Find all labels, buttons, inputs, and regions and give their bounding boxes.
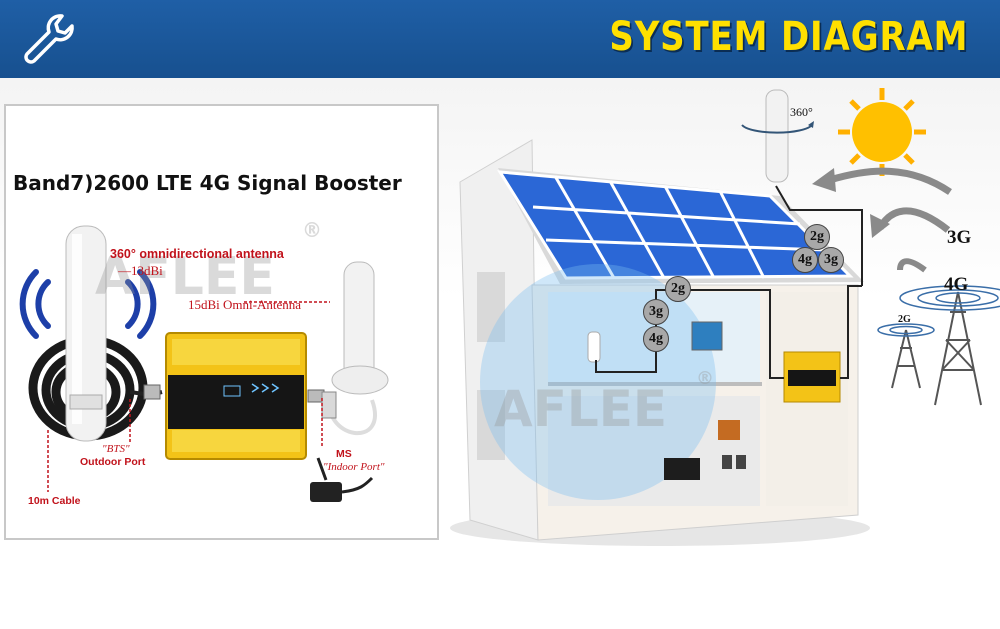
outdoor-antenna-gain: —13dBi <box>118 263 163 278</box>
roof-bubble-3g: 3g <box>818 247 844 273</box>
indoor-bubble-3g: 3g <box>643 299 669 325</box>
sun-icon <box>838 88 926 176</box>
indoor-bubble-2g: 2g <box>665 276 691 302</box>
solar-panel-array <box>497 170 854 280</box>
signal-label-4g: 4G <box>944 274 969 295</box>
watermark-text: AFLEE <box>95 247 275 307</box>
wrench-icon <box>24 14 74 64</box>
roof-bubble-2g: 2g <box>804 224 830 250</box>
signal-booster-unit <box>165 332 307 460</box>
product-title: Band7)2600 LTE 4G Signal Booster <box>13 171 402 195</box>
outdoor-antenna <box>65 225 107 442</box>
indoor-antenna-label: 15dBi Omni-Antenna <box>188 297 302 312</box>
power-adapter <box>310 457 374 502</box>
indoor-antenna <box>321 261 389 436</box>
roof-bubble-4g: 4g <box>792 247 818 273</box>
page-title: SYSTEM DIAGRAM <box>608 14 968 60</box>
wireless-signal-icon <box>19 269 157 339</box>
cell-tower-2g <box>877 323 935 389</box>
signal-label-3g: 3G <box>947 227 972 248</box>
rotation-label: 360° <box>790 105 813 119</box>
indoor-bubble-4g: 4g <box>643 326 669 352</box>
house-trademark: ® <box>696 368 714 389</box>
outdoor-port-name: "BTS" <box>102 443 130 455</box>
roof-antenna <box>741 89 814 183</box>
cable-label: 10m Cable <box>28 495 81 507</box>
outdoor-antenna-label: 360° omnidirectional antenna <box>110 247 284 261</box>
cell-tower-4g <box>899 285 1000 406</box>
signal-label-2g: 2G <box>898 314 911 325</box>
house-watermark: AFLEE <box>494 380 668 438</box>
indoor-port-name: MS <box>336 448 352 460</box>
outdoor-port-label: Outdoor Port <box>80 456 146 468</box>
trademark-symbol: ® <box>302 218 322 242</box>
indoor-port-label: "Indoor Port" <box>323 461 385 473</box>
header-banner: SYSTEM DIAGRAM <box>0 0 1000 78</box>
